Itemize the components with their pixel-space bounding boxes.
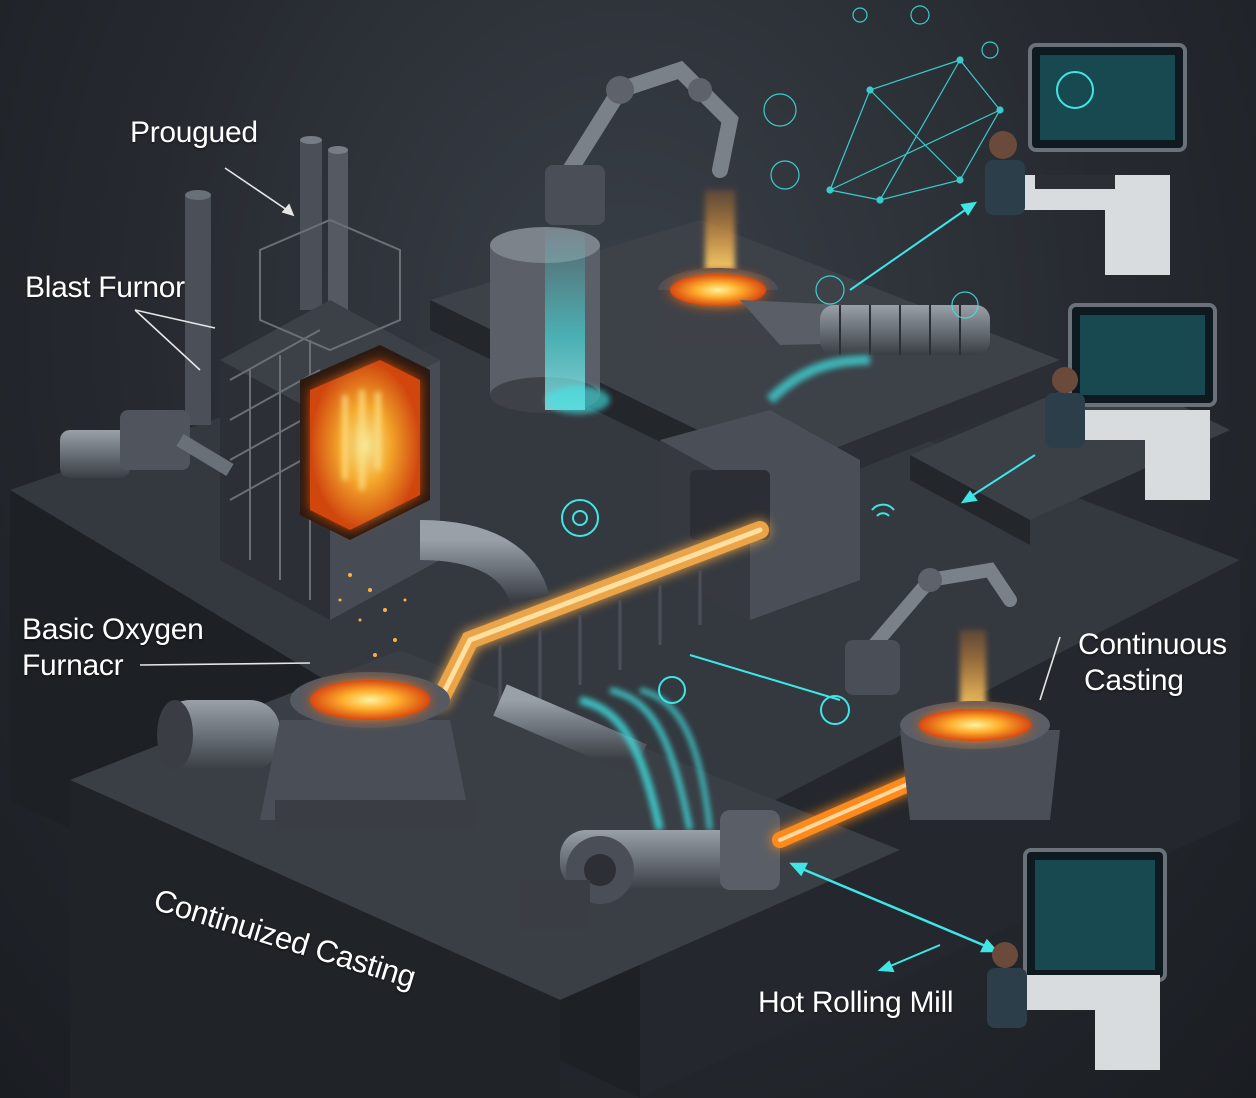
cyan-data-streams xyxy=(578,687,713,831)
operator-station-bottom xyxy=(987,848,1167,1070)
hot-rolling-mill xyxy=(520,810,780,930)
label-continuous-line2: Casting xyxy=(1084,664,1184,697)
label-prougued: Prougued xyxy=(130,116,258,149)
upper-conveyor xyxy=(740,300,990,404)
data-arrows xyxy=(849,201,1036,973)
label-blast-furnor: Blast Furnor xyxy=(25,271,185,304)
storage-tank xyxy=(490,227,610,414)
central-machine xyxy=(660,410,860,620)
sparks xyxy=(338,573,407,657)
operator-station-mid xyxy=(1045,303,1217,500)
continuous-casting-vessel xyxy=(900,701,1060,820)
label-leader-lines xyxy=(134,167,1061,701)
label-basic-oxygen-line1: Basic Oxygen xyxy=(22,613,204,646)
basic-oxygen-furnace xyxy=(157,672,475,830)
exhaust-pipe xyxy=(419,520,550,606)
molten-pour-top xyxy=(705,190,735,270)
data-node-icon xyxy=(658,654,850,725)
hot-pipe-main xyxy=(431,521,769,715)
blast-furnace xyxy=(60,136,440,620)
molten-pour-right xyxy=(960,630,986,710)
label-continuous-line1: Continuous xyxy=(1078,628,1227,661)
robot-arm-top xyxy=(545,60,739,225)
label-basic-oxygen: Basic Oxygen Furnacr xyxy=(22,612,204,684)
label-continuous-casting: Continuous Casting xyxy=(1078,627,1227,699)
operator-station-top xyxy=(985,43,1187,275)
gear-icon xyxy=(561,499,599,537)
label-hot-rolling-mill: Hot Rolling Mill xyxy=(758,986,954,1019)
robot-arm-right xyxy=(845,562,1017,695)
wifi-icon xyxy=(871,503,895,517)
hot-rolling-arrow xyxy=(789,862,999,953)
label-basic-oxygen-line2: Furnacr xyxy=(22,649,124,682)
transfer-pipe xyxy=(493,684,647,776)
network-graph-icon xyxy=(763,5,1004,319)
